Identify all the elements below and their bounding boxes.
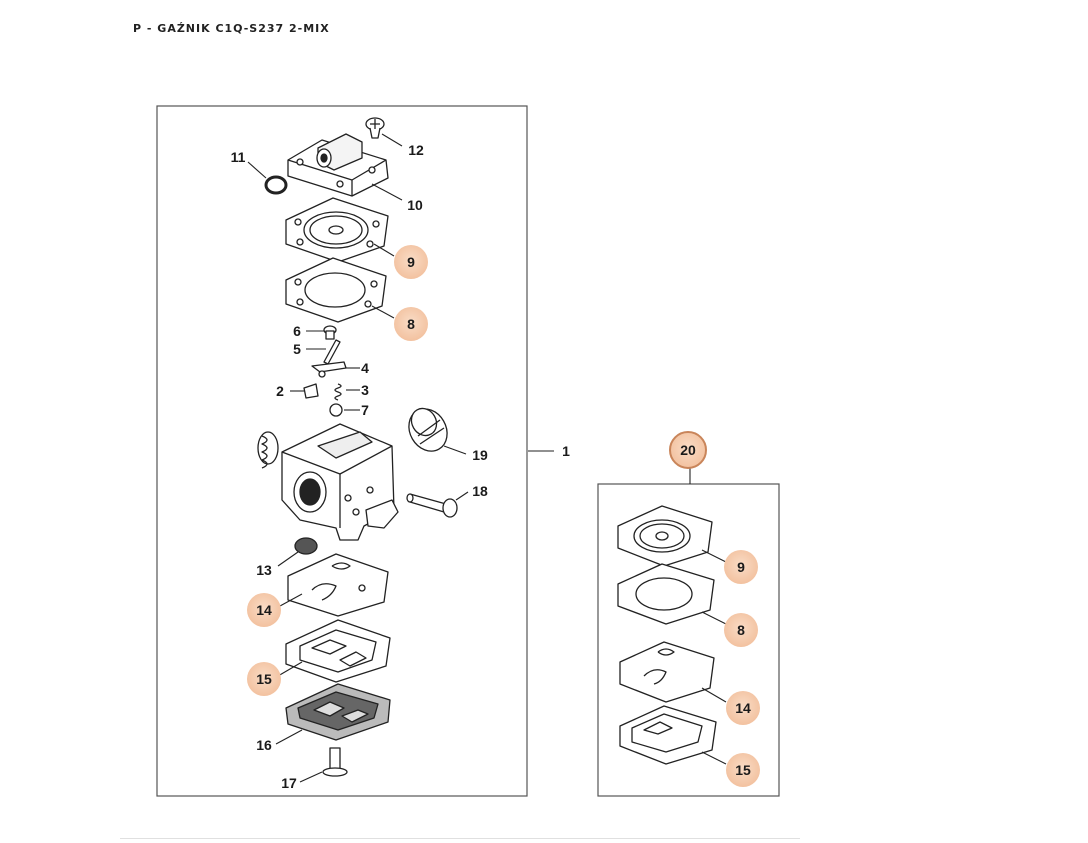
- label-12: 12: [408, 142, 424, 158]
- metering-cover-part: [285, 683, 391, 741]
- label-8: 8: [407, 316, 415, 332]
- pump-gasket-part: [285, 257, 387, 323]
- pump-cover-part: [287, 133, 389, 197]
- label-20: 20: [680, 442, 696, 458]
- label-7: 7: [361, 402, 369, 418]
- callout-circle-kit-8: [724, 613, 758, 647]
- label-3: 3: [361, 382, 369, 398]
- page-title: P - GAŹNIK C1Q-S237 2-MIX: [133, 22, 330, 35]
- kit-diaphragm-part: [617, 505, 713, 567]
- label-1: 1: [562, 443, 570, 459]
- metering-diaphragm-part: [287, 553, 389, 617]
- callout-circle-20: [669, 431, 707, 469]
- callout-circle-8: [394, 307, 428, 341]
- kit-metering-gasket-part: [619, 705, 717, 765]
- label-15: 15: [256, 671, 272, 687]
- label-18: 18: [472, 483, 488, 499]
- callout-circle-15: [247, 662, 281, 696]
- callout-circle-9: [394, 245, 428, 279]
- repair-kit-frame: [597, 483, 780, 797]
- bottom-divider: [120, 838, 800, 839]
- callout-labels: 1 2 3 4 5 6 7 8 9 10 11 12 13 14 15 16 1…: [231, 142, 760, 791]
- metering-gasket-part: [285, 619, 391, 683]
- choke-knob-part: [408, 407, 448, 452]
- label-10: 10: [407, 197, 423, 213]
- label-2: 2: [276, 383, 284, 399]
- label-17: 17: [281, 775, 297, 791]
- kit-gasket-part: [617, 563, 715, 625]
- label-19: 19: [472, 447, 488, 463]
- callout-circle-kit-14: [726, 691, 760, 725]
- label-9: 9: [407, 254, 415, 270]
- main-assembly-frame: [156, 105, 528, 797]
- filter-screen-part: [294, 537, 318, 555]
- label-5: 5: [293, 341, 301, 357]
- label-13: 13: [256, 562, 272, 578]
- cover-screw-part: [365, 117, 385, 139]
- carburetor-body-part: [257, 423, 399, 541]
- label-16: 16: [256, 737, 272, 753]
- label-11: 11: [231, 149, 246, 165]
- kit-label-14: 14: [735, 700, 751, 716]
- cover-bolt-part: [322, 747, 348, 777]
- label-14: 14: [256, 602, 272, 618]
- o-ring-part: [264, 175, 288, 195]
- label-6: 6: [293, 323, 301, 339]
- callout-circle-kit-15: [726, 753, 760, 787]
- kit-metering-diaphragm-part: [619, 641, 715, 703]
- kit-label-8: 8: [737, 622, 745, 638]
- kit-label-15: 15: [735, 762, 751, 778]
- callout-circle-kit-9: [724, 550, 758, 584]
- small-parts-group: [303, 325, 347, 417]
- leader-lines: [247, 133, 727, 783]
- callout-circle-14: [247, 593, 281, 627]
- label-4: 4: [361, 360, 369, 376]
- idle-screw-part: [406, 493, 458, 518]
- pump-diaphragm-part: [285, 197, 389, 263]
- kit-label-9: 9: [737, 559, 745, 575]
